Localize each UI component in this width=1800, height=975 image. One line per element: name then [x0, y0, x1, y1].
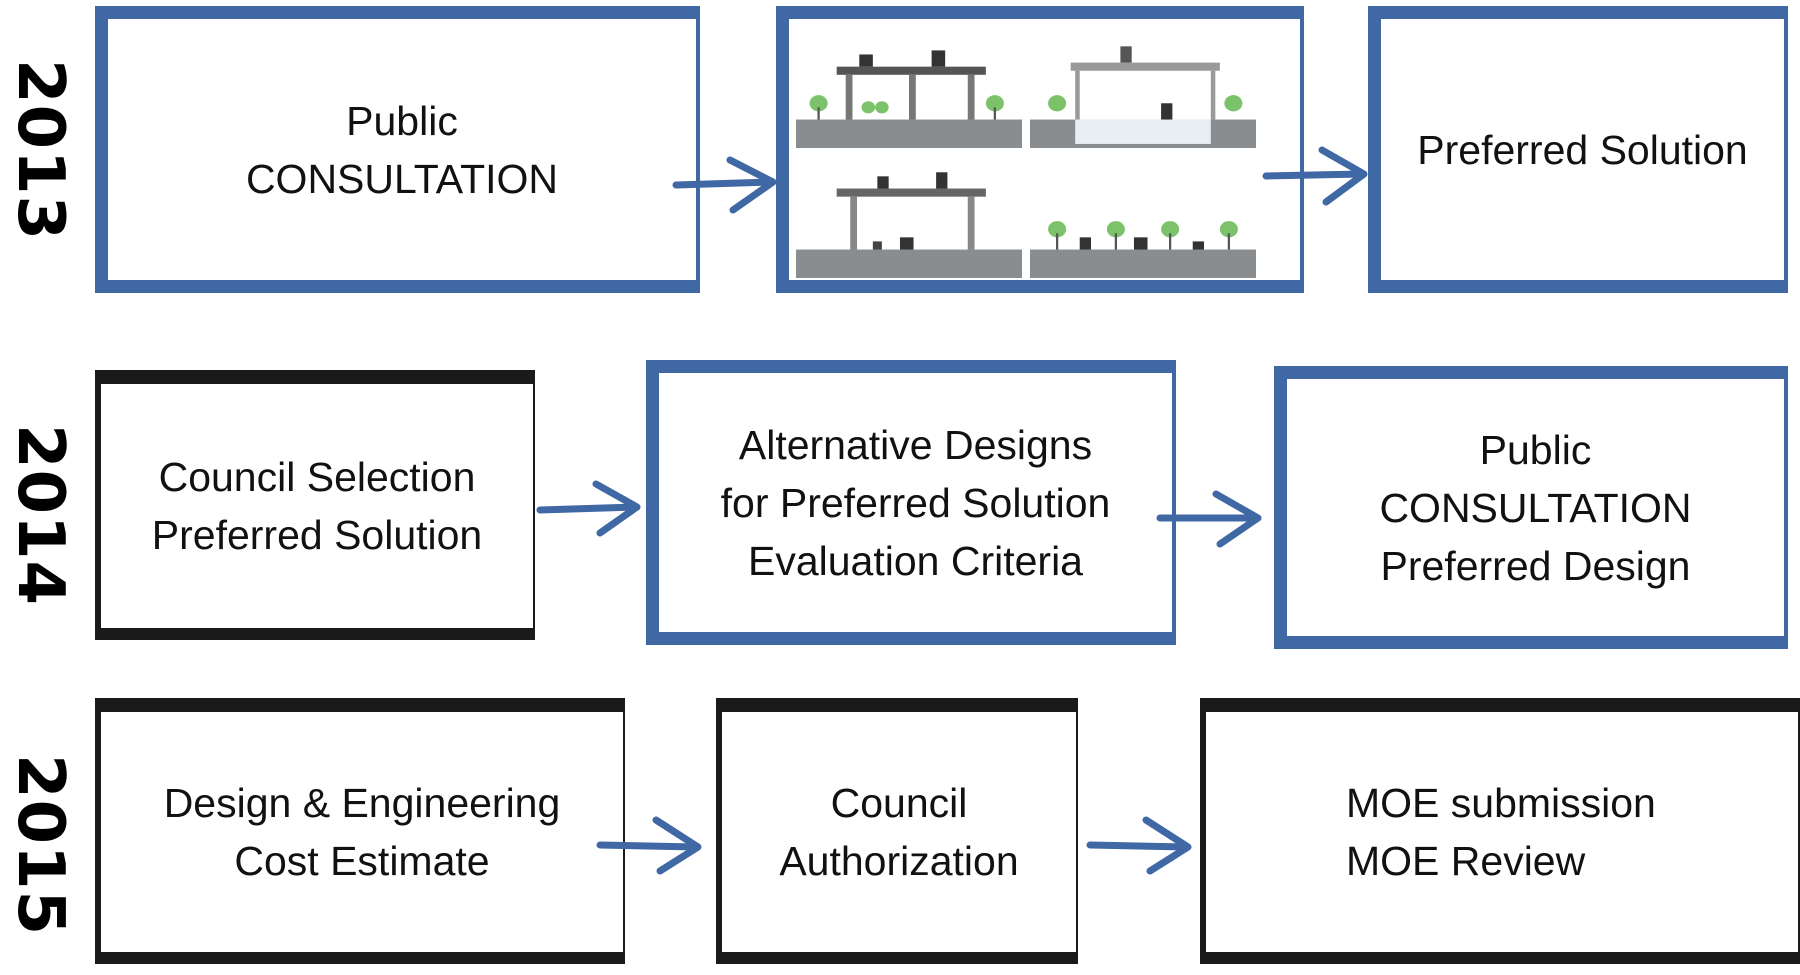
design-engineering-line-2: Cost Estimate: [234, 838, 490, 884]
preferred-design-line-3: Preferred Design: [1380, 542, 1691, 589]
preferred-solution-box: Preferred Solution: [1368, 6, 1788, 293]
alternative-designs-line-2: for Preferred Solution: [720, 479, 1111, 526]
council-selection-line-1: Council Selection: [158, 454, 476, 500]
arrow-r3-2: [1086, 816, 1192, 875]
preferred-design-line-1: Public: [1479, 426, 1592, 473]
preferred-solution-text: Preferred Solution: [1417, 126, 1748, 173]
arrow-r3-1: [596, 816, 702, 875]
design-options-thumbnails: [796, 26, 1256, 278]
preferred-design-line-2: CONSULTATION: [1379, 484, 1692, 531]
design-engineering-line-1: Design & Engineering: [163, 780, 561, 826]
alternative-designs-box: Alternative Designs for Preferred Soluti…: [646, 360, 1176, 645]
arrow-r2-2: [1156, 490, 1262, 548]
design-engineering-box: Design & Engineering Cost Estimate: [95, 698, 625, 964]
council-selection-box: Council Selection Preferred Solution: [95, 370, 535, 640]
alternative-designs-line-1: Alternative Designs: [738, 421, 1093, 468]
moe-submission-box: MOE submission MOE Review: [1200, 698, 1800, 964]
elevated-expressway-option-3-icon: [796, 156, 1022, 278]
council-authorization-line-2: Authorization: [779, 838, 1019, 884]
elevated-expressway-option-2-icon: [1030, 26, 1256, 148]
council-selection-line-2: Preferred Solution: [151, 512, 483, 558]
public-consultation-line-1: Public: [346, 97, 458, 144]
at-grade-boulevard-option-icon: [1030, 156, 1256, 278]
arrow-r2-1: [536, 480, 641, 537]
council-authorization-box: Council Authorization: [716, 698, 1078, 964]
elevated-expressway-option-1-icon: [796, 26, 1022, 148]
arrow-r1-1: [672, 156, 777, 214]
public-consultation-box: Public CONSULTATION: [95, 6, 700, 293]
alternative-designs-line-3: Evaluation Criteria: [748, 537, 1083, 584]
public-consultation-preferred-design-box: Public CONSULTATION Preferred Design: [1274, 366, 1788, 649]
arrow-r1-2: [1262, 146, 1368, 206]
public-consultation-line-2: CONSULTATION: [245, 155, 559, 202]
moe-submission-line-1: MOE submission: [1346, 780, 1656, 826]
council-authorization-line-1: Council: [830, 780, 968, 826]
moe-submission-line-2: MOE Review: [1346, 838, 1586, 884]
